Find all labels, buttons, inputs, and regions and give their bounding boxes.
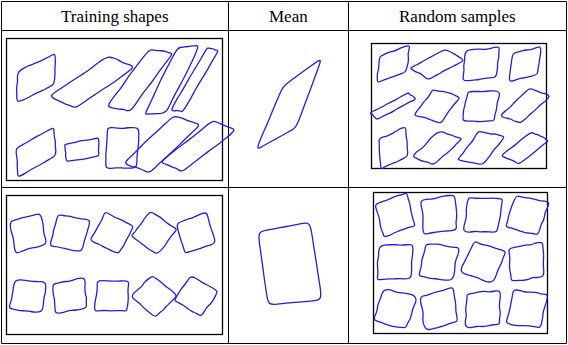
shape-outline — [502, 89, 549, 123]
shape-outline — [16, 128, 56, 176]
column-header: Random samples — [397, 8, 518, 25]
shape-outline — [52, 57, 133, 107]
shape-outline — [507, 290, 548, 327]
shape-outline — [506, 196, 548, 234]
shape-outline — [258, 60, 320, 148]
shape-outline — [463, 91, 499, 122]
shape-outline — [9, 280, 45, 312]
column-header: Mean — [267, 8, 310, 25]
shape-outline — [509, 242, 544, 280]
shape-outline — [421, 195, 457, 234]
table-rule — [348, 2, 349, 344]
shape-outline — [53, 278, 87, 313]
shape-outline — [463, 47, 499, 81]
panel-frame — [7, 39, 223, 181]
shape-outline — [376, 193, 415, 236]
shape-outline — [177, 213, 215, 253]
table-rule — [2, 187, 567, 188]
shape-outline — [374, 290, 416, 328]
shape-outline — [414, 132, 462, 164]
shape-outline — [371, 93, 416, 119]
shape-outline — [65, 138, 99, 161]
shape-outline — [458, 132, 503, 165]
shape-outline — [411, 50, 463, 79]
shape-outline — [91, 213, 133, 253]
shape-outline — [106, 128, 139, 169]
panel-frame — [374, 193, 548, 334]
table-rule — [566, 2, 567, 344]
table-rule — [228, 2, 229, 344]
shape-outline — [415, 90, 459, 123]
shape-outline — [464, 198, 503, 232]
table-rule — [2, 30, 567, 31]
panel-frame — [7, 196, 223, 335]
shape-outline — [465, 291, 500, 328]
table-rule — [2, 1, 567, 2]
column-header: Training shapes — [59, 8, 171, 25]
shape-outline — [379, 128, 408, 169]
shape-outline — [132, 277, 176, 316]
shape-outline — [109, 50, 172, 111]
shape-outline — [509, 47, 540, 81]
shape-outline — [421, 288, 458, 330]
shape-outline — [162, 121, 234, 171]
shape-outline — [126, 117, 199, 172]
table-rule — [1, 2, 2, 344]
table-rule — [2, 343, 567, 344]
panel-frame — [372, 44, 547, 169]
shape-outline — [51, 215, 90, 251]
shape-outline — [419, 244, 458, 280]
shape-outline — [175, 277, 217, 315]
shape-outline — [377, 245, 412, 280]
shape-outline — [132, 212, 176, 253]
shape-outline — [461, 242, 505, 282]
shape-outline — [95, 281, 129, 311]
shape-outline — [10, 214, 46, 253]
shape-outline — [377, 46, 409, 82]
shape-outline — [259, 223, 321, 304]
shape-outline — [502, 133, 547, 164]
shape-outline — [172, 48, 218, 112]
shape-outline — [17, 54, 56, 101]
shape-outline — [146, 46, 198, 115]
